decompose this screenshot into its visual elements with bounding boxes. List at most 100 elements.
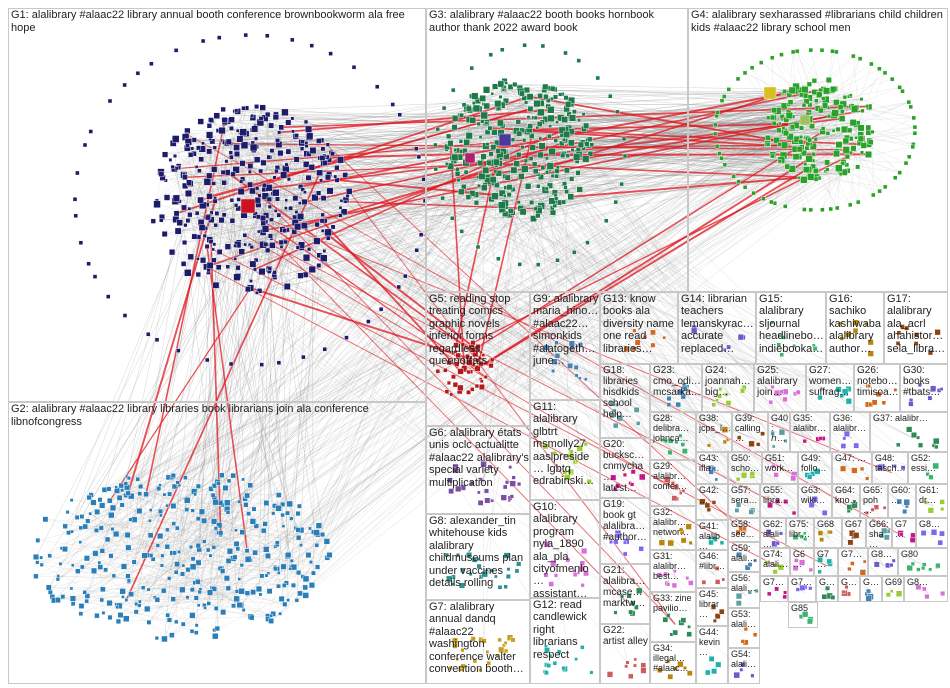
group-label: G… <box>863 577 881 587</box>
group-box-g7: G7: alalibrary annual dandq #alaac22 was… <box>426 600 530 684</box>
group-label: G6: alalibrary états unis oclc actualitt… <box>429 427 529 489</box>
group-label: G16: sachiko kashiwaba alalibrary author… <box>829 293 883 355</box>
group-box-g12: G12: read candlewick right librarians re… <box>530 598 600 684</box>
group-label: G10: alalibrary program nyla_1890 ala_pl… <box>533 501 599 598</box>
group-box-g42: G42: … <box>696 484 728 520</box>
group-box-g50: G50: scho… <box>728 452 762 484</box>
group-box-g45: G45: librar… <box>696 588 728 626</box>
group-box-g30: G30: books #tbats… <box>900 364 948 412</box>
group-label: G… <box>819 577 837 587</box>
group-label: G61: dr… <box>919 485 947 505</box>
group-label: G64: kno… <box>835 485 859 505</box>
group-box-g64: G64: kno… <box>832 484 860 518</box>
group-box-g59: G59: alali… <box>728 542 760 572</box>
group-box-g37: G37: alalibr… <box>870 412 948 452</box>
group-label: G5: reading stop treating comics graphic… <box>429 293 529 367</box>
group-box-g60: G60: … <box>888 484 916 518</box>
group-label: G3: alalibrary #alaac22 booth books horn… <box>429 9 687 35</box>
group-box-g40: G40: ℎ… <box>768 412 790 452</box>
group-box-g80: G80 <box>898 548 948 576</box>
group-box-g61: G61: dr… <box>916 484 948 518</box>
group-label: G30: books #tbats… <box>903 365 947 398</box>
group-box-g74: G74: alali… <box>760 548 790 576</box>
group-label: G25: alalibrary join… <box>757 365 805 398</box>
group-label: G15: alalibrary sljournal headlinebo… in… <box>759 293 825 355</box>
group-box-g62: G62: alali… <box>760 518 786 548</box>
group-label: G53: alali… <box>731 609 759 629</box>
group-label: G7… <box>817 549 837 569</box>
group-box-g51: G51: work… <box>762 452 798 484</box>
group-box-g85: G85 <box>788 602 818 628</box>
group-box-g21: G21: alalibra… mcase… marktw… <box>600 564 650 624</box>
group-label: G65: poh… <box>863 485 887 515</box>
group-box-g47: G47: … <box>832 452 872 484</box>
group-label: G26: notebo… timisoa… <box>857 365 899 398</box>
group-label: G39: calling… <box>735 413 767 443</box>
group-box-g89: G… <box>860 576 882 602</box>
group-label: G14: librarian teachers lemanskyrac… acc… <box>681 293 755 355</box>
group-label: G52: essi… <box>911 453 947 473</box>
group-box-g39: G39: calling… <box>732 412 768 452</box>
group-label: G20: bucksc… cnmycha… latest… <box>603 439 649 494</box>
group-box-g13: G13: know books ala diversity name one r… <box>600 292 678 364</box>
group-label: G… <box>841 577 859 587</box>
group-label: G6… <box>793 549 813 569</box>
group-box-g34: G34: illegal… #alaac… <box>650 642 696 684</box>
group-label: G8… <box>871 549 897 559</box>
group-label: G68 <box>817 519 841 529</box>
group-label: G24: joannah… big… <box>705 365 753 398</box>
group-box-g87: G… <box>816 576 838 602</box>
group-label: G22: artist alley <box>603 625 649 647</box>
group-box-g3: G3: alalibrary #alaac22 booth books horn… <box>426 8 688 292</box>
group-box-g20: G20: bucksc… cnmycha… latest… <box>600 438 650 498</box>
group-label: G29: alalibr… confer… <box>653 461 695 491</box>
group-label: G74: alali… <box>763 549 789 569</box>
group-label: G8: alexander_tin whitehouse kids alalib… <box>429 515 529 589</box>
group-label: G12: read candlewick right librarians re… <box>533 599 599 661</box>
group-label: G55: libra… <box>763 485 797 505</box>
group-box-g66: G66: sha… <box>866 518 892 548</box>
group-box-g16: G16: sachiko kashiwaba alalibrary author… <box>826 292 884 364</box>
group-label: G13: know books ala diversity name one r… <box>603 293 677 355</box>
group-label: G67 <box>845 519 865 529</box>
group-label: G36: alalibr… <box>833 413 869 433</box>
group-box-g76: G6… <box>790 548 814 576</box>
group-box-g49: G49: follo… <box>798 452 832 484</box>
group-label: G8… <box>907 577 947 587</box>
group-label: G2: alalibrary #alaac22 library librarie… <box>11 403 425 429</box>
group-box-g8: G8: alexander_tin whitehouse kids alalib… <box>426 514 530 600</box>
group-box-g44: G44: kevin… <box>696 626 728 684</box>
group-label: G46: #libr… <box>699 551 727 571</box>
group-label: G85 <box>791 603 817 613</box>
group-box-g78: G8… <box>904 576 948 602</box>
group-box-g69: G69 <box>882 576 904 602</box>
group-label: G62: alali… <box>763 519 785 548</box>
group-box-g56: G56: alali… <box>728 572 760 608</box>
group-label: G48: tasch… <box>875 453 907 473</box>
group-box-g67: G67 <box>842 518 866 548</box>
group-box-g25: G25: alalibrary join… <box>754 364 806 412</box>
group-label: G45: librar… <box>699 589 727 619</box>
group-box-g46: G46: #libr… <box>696 550 728 588</box>
group-label: G43: ifla… <box>699 453 727 473</box>
group-box-g22: G22: artist alley <box>600 624 650 684</box>
group-box-g68: G68 <box>814 518 842 548</box>
group-label: G7… <box>841 549 867 559</box>
group-label: G47: … <box>835 453 871 463</box>
group-box-g31: G31: alalibr… best… <box>650 550 696 592</box>
group-label: G75: libr… <box>789 519 813 539</box>
group-label: G27: women… suffrag… <box>809 365 853 398</box>
group-box-g1: G1: alalibrary #alaac22 library annual b… <box>8 8 426 402</box>
group-label: G17: alalibrary ala_acrl ahahistor… sela… <box>887 293 947 355</box>
group-box-g79: G8… <box>916 518 948 548</box>
group-label: G41: alalib… <box>699 521 727 550</box>
group-box-g2: G2: alalibrary #alaac22 library librarie… <box>8 402 426 684</box>
group-box-g73: G7… <box>760 576 788 602</box>
group-label: G50: scho… <box>731 453 761 473</box>
group-box-g24: G24: joannah… big… <box>702 364 754 412</box>
group-box-g70: G7… <box>892 518 916 548</box>
group-box-g86: G8… <box>868 548 898 576</box>
group-box-g6: G6: alalibrary états unis oclc actualitt… <box>426 426 530 514</box>
group-box-g26: G26: notebo… timisoa… <box>854 364 900 412</box>
group-label: G33: zine pavilio… <box>653 593 695 613</box>
